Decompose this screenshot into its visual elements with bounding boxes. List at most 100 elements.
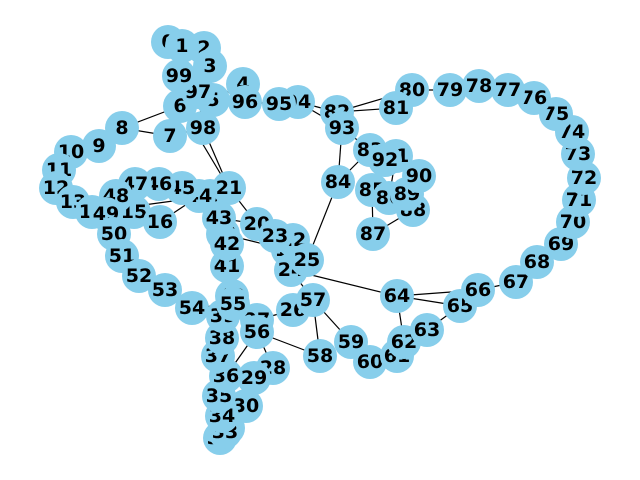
node-53: 53	[148, 273, 182, 307]
node-label: 30	[233, 395, 259, 417]
node-96: 96	[228, 85, 262, 119]
node-77: 77	[491, 73, 525, 107]
node-circle	[410, 313, 444, 347]
node-circle	[237, 361, 271, 395]
node-label: 54	[179, 297, 205, 319]
node-92: 92	[368, 143, 402, 177]
node-label: 8	[115, 117, 128, 139]
node-9: 9	[82, 129, 116, 163]
node-43: 43	[202, 201, 236, 235]
node-label: 72	[571, 167, 597, 189]
node-66: 66	[461, 273, 495, 307]
node-label: 58	[307, 345, 333, 367]
node-21: 21	[212, 171, 246, 205]
node-circle	[82, 129, 116, 163]
node-label: 1	[175, 35, 188, 57]
node-label: 53	[152, 279, 178, 301]
node-circle	[210, 227, 244, 261]
node-circle	[212, 171, 246, 205]
node-label: 92	[372, 149, 398, 171]
node-layer: 0123456789101112131415161718192021222324…	[39, 25, 601, 455]
node-label: 81	[383, 97, 409, 119]
node-label: 68	[524, 251, 550, 273]
node-label: 43	[206, 207, 232, 229]
node-label: 29	[241, 367, 267, 389]
node-76: 76	[517, 81, 551, 115]
node-circle	[520, 245, 554, 279]
node-label: 3	[203, 55, 216, 77]
node-label: 7	[163, 125, 176, 147]
node-circle	[379, 91, 413, 125]
node-circle	[462, 69, 496, 103]
node-label: 59	[338, 331, 364, 353]
node-circle	[148, 273, 182, 307]
node-87: 87	[356, 217, 390, 251]
node-label: 84	[325, 171, 351, 193]
node-label: 66	[465, 279, 491, 301]
node-circle	[258, 219, 292, 253]
node-circle	[202, 201, 236, 235]
node-label: 41	[214, 255, 240, 277]
node-60: 60	[353, 345, 387, 379]
node-circle	[216, 287, 250, 321]
node-label: 23	[262, 225, 288, 247]
node-label: 16	[147, 211, 173, 233]
node-circle	[325, 111, 359, 145]
node-circle	[175, 291, 209, 325]
node-circle	[433, 73, 467, 107]
node-circle	[142, 167, 176, 201]
node-64: 64	[380, 279, 414, 313]
node-circle	[186, 111, 220, 145]
node-78: 78	[462, 69, 496, 103]
node-68: 68	[520, 245, 554, 279]
node-circle	[356, 217, 390, 251]
node-circle	[303, 339, 337, 373]
node-circle	[122, 259, 156, 293]
node-label: 25	[294, 249, 320, 271]
node-circle	[402, 159, 436, 193]
node-59: 59	[334, 325, 368, 359]
node-46: 46	[142, 167, 176, 201]
node-label: 90	[406, 165, 432, 187]
node-label: 76	[521, 87, 547, 109]
node-90: 90	[402, 159, 436, 193]
node-label: 67	[503, 271, 529, 293]
node-label: 21	[216, 177, 242, 199]
node-circle	[517, 81, 551, 115]
node-84: 84	[321, 165, 355, 199]
node-circle	[461, 273, 495, 307]
node-circle	[290, 243, 324, 277]
node-circle	[228, 85, 262, 119]
node-label: 87	[360, 223, 386, 245]
node-label: 93	[329, 117, 355, 139]
node-circle	[193, 49, 227, 83]
node-circle	[105, 111, 139, 145]
node-label: 96	[232, 91, 258, 113]
node-label: 57	[300, 289, 326, 311]
node-circle	[162, 59, 196, 93]
node-label: 52	[126, 265, 152, 287]
node-52: 52	[122, 259, 156, 293]
node-label: 64	[384, 285, 410, 307]
node-81: 81	[379, 91, 413, 125]
node-label: 78	[466, 75, 492, 97]
node-label: 56	[244, 321, 270, 343]
node-label: 69	[548, 233, 574, 255]
node-63: 63	[410, 313, 444, 347]
node-8: 8	[105, 111, 139, 145]
node-label: 79	[437, 79, 463, 101]
node-circle	[353, 345, 387, 379]
node-circle	[296, 283, 330, 317]
node-label: 51	[109, 245, 135, 267]
node-circle	[321, 165, 355, 199]
node-label: 9	[92, 135, 105, 157]
node-circle	[368, 143, 402, 177]
node-16: 16	[143, 205, 177, 239]
node-label: 46	[146, 173, 172, 195]
node-98: 98	[186, 111, 220, 145]
node-42: 42	[210, 227, 244, 261]
node-circle	[153, 119, 187, 153]
node-label: 95	[266, 93, 292, 115]
node-58: 58	[303, 339, 337, 373]
